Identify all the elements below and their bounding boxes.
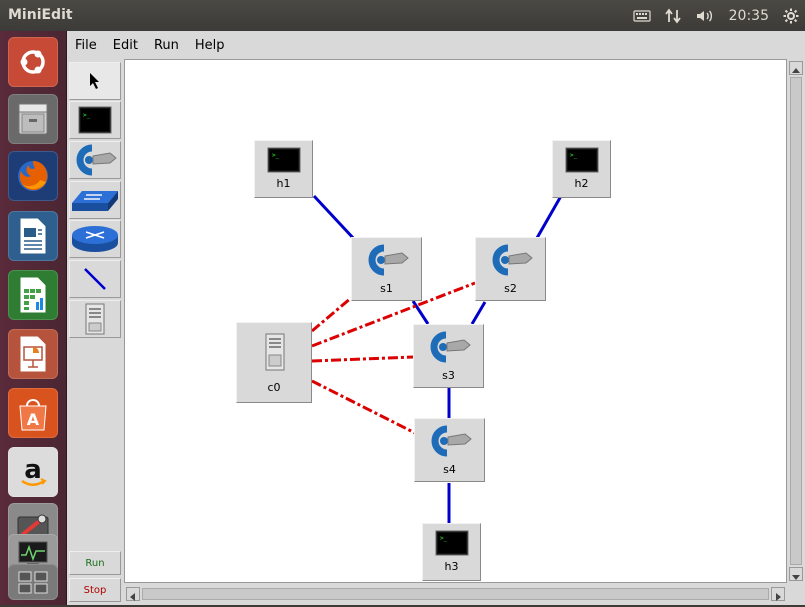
control-link-c0-s4[interactable] [311, 379, 416, 435]
ubuntu-dash-icon[interactable] [8, 37, 58, 87]
software-center-icon[interactable]: A [8, 388, 58, 438]
legacy-switch-tool[interactable] [69, 181, 121, 219]
window-title: MiniEdit [8, 7, 73, 23]
scroll-left-arrow-icon[interactable] [126, 587, 140, 601]
menu-run[interactable]: Run [153, 37, 179, 53]
host-terminal-icon: >_ [435, 530, 469, 556]
select-tool[interactable] [69, 62, 121, 100]
node-label: c0 [267, 381, 281, 394]
openflow-switch-icon [368, 244, 409, 276]
tool-palette: >_ Run Stop [67, 59, 123, 605]
controller-server-icon [265, 333, 285, 371]
scroll-down-arrow-icon[interactable] [789, 567, 803, 581]
host-terminal-icon: >_ [267, 147, 301, 173]
run-label: Run [85, 557, 105, 569]
workspace-switcher-icon[interactable] [8, 564, 58, 600]
menu-bar: File Edit Run Help [67, 31, 805, 59]
router-tool[interactable] [69, 220, 121, 258]
node-label: h1 [276, 177, 291, 190]
libreoffice-calc-icon[interactable] [8, 270, 58, 320]
host-terminal-icon: >_ [78, 106, 112, 134]
switch-s4[interactable]: s4 [414, 418, 485, 482]
stop-label: Stop [83, 584, 107, 596]
horizontal-scroll-track[interactable] [142, 588, 769, 600]
links-layer [311, 194, 563, 523]
top-panel: MiniEdit 20:35 [0, 0, 805, 31]
control-link-c0-s1[interactable] [311, 296, 352, 333]
gear-icon[interactable] [783, 8, 799, 24]
keyboard-icon[interactable] [633, 9, 651, 23]
launcher: A a [0, 31, 67, 605]
router-icon [72, 226, 118, 252]
cursor-arrow-icon [90, 73, 99, 89]
control-link-c0-s3[interactable] [311, 355, 414, 363]
svg-text:>_: >_ [83, 112, 91, 119]
link-line-icon [84, 268, 106, 290]
host-h2[interactable]: >_ h2 [552, 140, 611, 198]
vertical-scrollbar[interactable] [787, 59, 805, 583]
libreoffice-writer-icon[interactable] [8, 211, 58, 261]
link-s1-s3[interactable] [411, 300, 430, 325]
svg-text:>_: >_ [272, 152, 280, 159]
host-h3[interactable]: >_ h3 [422, 523, 481, 581]
link-h1-s1[interactable] [312, 194, 357, 242]
host-terminal-icon: >_ [565, 147, 599, 173]
node-label: s1 [380, 282, 393, 295]
network-icon[interactable] [664, 8, 681, 24]
link-s2-s3[interactable] [470, 301, 487, 325]
host-tool[interactable]: >_ [69, 101, 121, 139]
openflow-switch-icon [431, 425, 472, 457]
svg-text:a: a [24, 455, 42, 485]
node-label: h3 [444, 560, 459, 573]
miniedit-window: File Edit Run Help >_ [67, 31, 805, 605]
svg-text:>_: >_ [440, 535, 448, 542]
openflow-switch-icon [76, 144, 117, 176]
openflow-switch-icon [492, 244, 533, 276]
svg-text:>_: >_ [570, 152, 578, 159]
firefox-icon[interactable] [8, 151, 58, 201]
host-h1[interactable]: >_ h1 [254, 140, 313, 198]
stop-button[interactable]: Stop [69, 578, 121, 602]
node-label: h2 [574, 177, 589, 190]
menu-edit[interactable]: Edit [112, 37, 138, 53]
libreoffice-impress-icon[interactable] [8, 329, 58, 379]
amazon-icon[interactable]: a [8, 447, 58, 497]
svg-text:A: A [27, 410, 40, 429]
volume-icon[interactable] [695, 8, 715, 24]
switch-s1[interactable]: s1 [351, 237, 422, 301]
link-h2-s2[interactable] [535, 195, 563, 239]
scroll-up-arrow-icon[interactable] [789, 61, 803, 75]
run-button[interactable]: Run [69, 551, 121, 575]
clock[interactable]: 20:35 [728, 7, 769, 24]
menu-file[interactable]: File [75, 37, 97, 53]
indicator-area: 20:35 [633, 0, 799, 31]
switch-s2[interactable]: s2 [475, 237, 546, 301]
horizontal-scrollbar[interactable] [124, 583, 787, 605]
node-label: s4 [443, 463, 456, 476]
controller-server-icon [85, 303, 105, 335]
node-label: s3 [442, 369, 455, 382]
topology-canvas[interactable]: >_ h1 >_ h2 >_ h3 s1 s2 s3 s4 [124, 59, 787, 583]
scroll-right-arrow-icon[interactable] [771, 587, 785, 601]
openflow-switch-icon [430, 331, 471, 363]
menu-help[interactable]: Help [194, 37, 225, 53]
files-icon[interactable] [8, 94, 58, 144]
legacy-switch-icon [72, 191, 118, 211]
node-label: s2 [504, 282, 517, 295]
switch-s3[interactable]: s3 [413, 324, 484, 388]
vertical-scroll-track[interactable] [790, 77, 802, 565]
controller-tool[interactable] [69, 300, 121, 338]
link-tool[interactable] [69, 260, 121, 298]
controller-c0[interactable]: c0 [236, 322, 312, 403]
switch-tool[interactable] [69, 141, 121, 179]
